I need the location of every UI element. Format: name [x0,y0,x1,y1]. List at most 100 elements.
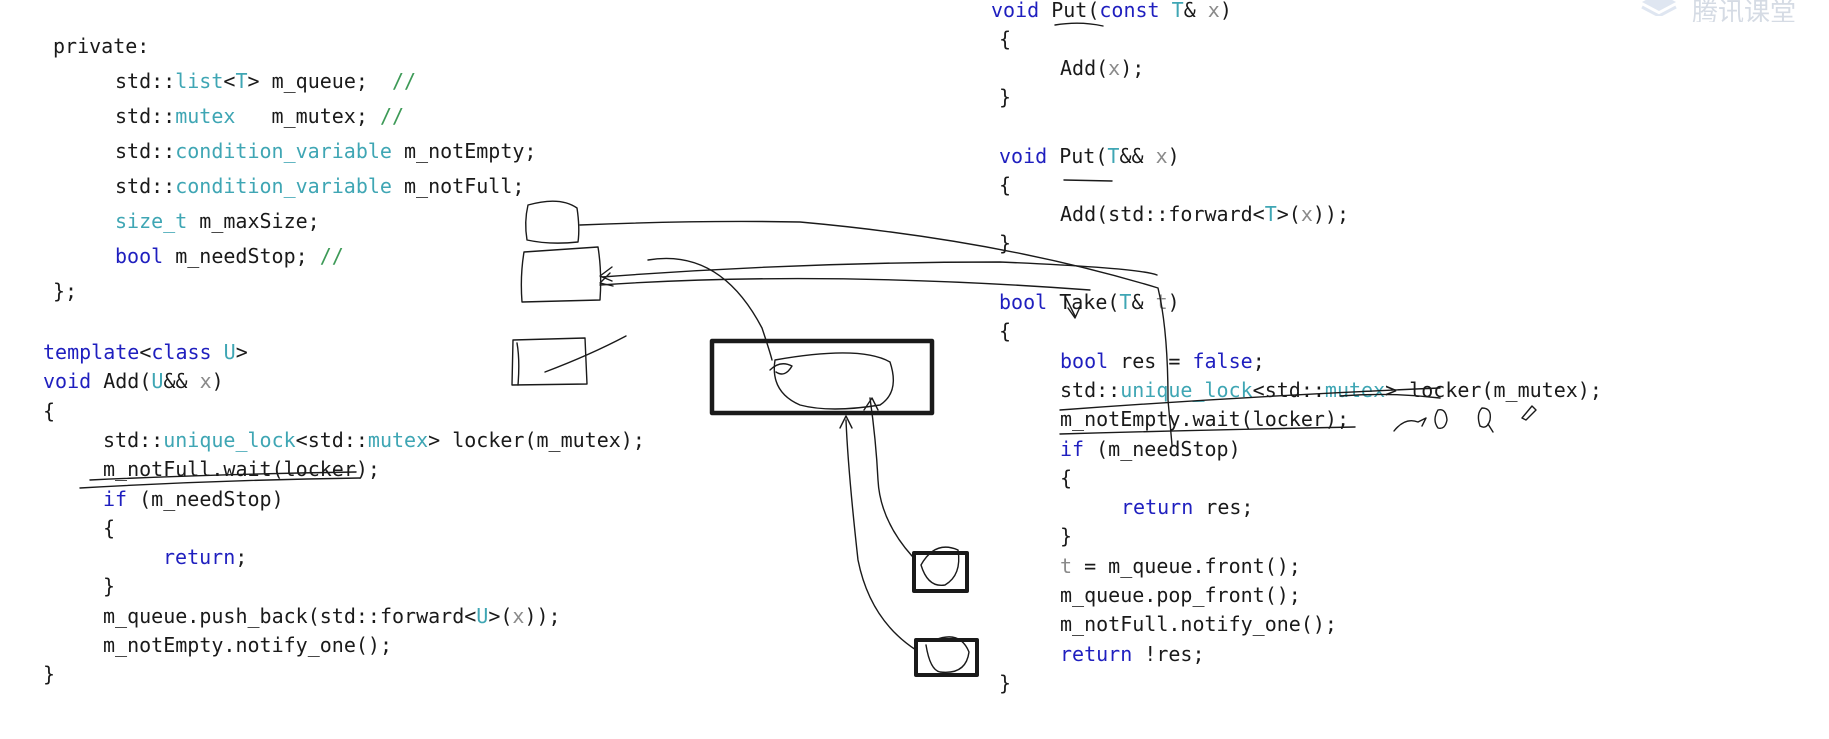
code-token: m_mutex; [235,104,380,128]
code-token [1160,0,1172,22]
code-token: }; [53,279,78,303]
code-line: std::unique_lock<std::mutex> locker(m_mu… [103,428,645,452]
arrow-small-2-to-rect [845,419,917,651]
scribble-pencil [1521,405,1537,421]
arrow-head-rect-2 [839,415,853,429]
code-token: <std:: [295,427,368,452]
code-token: { [999,173,1012,197]
code-line: if (m_needStop) [1060,437,1241,461]
code-token: ) [1219,0,1232,22]
code-token: condition_variable [175,139,392,163]
small-box-2-scribble [925,636,970,674]
code-token: return [1121,495,1194,520]
code-token: U [151,369,164,394]
code-token: class [151,340,212,364]
code-token: <std:: [1252,377,1325,402]
code-line: { [999,319,1011,343]
code-line: { [999,173,1011,197]
code-line: Add(x); [1060,56,1144,80]
code-token: list [175,69,224,93]
code-token: return [1060,641,1133,666]
code-token: // [379,104,405,128]
code-line: std::mutex m_mutex; // [115,104,404,128]
code-token: { [1060,465,1073,490]
queue-rectangle-mark [769,363,793,375]
code-token: return [163,545,236,570]
code-token: res = [1108,348,1193,373]
code-token: )); [1312,202,1350,226]
code-token: Add(std::forward< [1060,202,1265,226]
code-line: std::list<T> m_queue; // [115,69,416,93]
code-line: void Put(T&& x) [999,144,1180,168]
code-line: m_notEmpty.wait(locker); [1060,407,1349,431]
code-token: Add( [1060,56,1109,80]
code-token: m_maxSize; [187,209,320,233]
code-line: private: [53,34,149,58]
code-token: (m_needStop) [127,486,284,511]
code-line: t = m_queue.front(); [1060,554,1301,578]
small-box-1-scribble [920,546,960,587]
code-line: } [43,662,55,686]
code-token: void [43,369,92,394]
small-box-2 [914,638,979,677]
code-token: & [1131,290,1156,314]
code-token: } [999,231,1012,255]
code-token: x [1300,202,1313,226]
code-line: void Put(const T& x) [991,0,1232,22]
code-token: T [1107,144,1120,168]
code-token: T [1264,202,1277,226]
code-line: bool m_needStop; // [115,244,344,268]
arrow-head-rect-1 [863,397,879,411]
code-token: std:: [1060,377,1121,402]
code-token: void [999,144,1048,168]
code-token: unique_lock [163,427,296,452]
code-line: if (m_needStop) [103,487,284,511]
scribble-zero [1434,409,1448,430]
code-token: if [1060,436,1085,461]
code-line: m_notFull.notify_one(); [1060,612,1337,636]
code-token: m_notEmpty.notify_one(); [103,633,392,657]
code-line: bool Take(T& t) [999,290,1180,314]
scribble-arrow [1393,417,1427,432]
code-token: && [1119,144,1156,168]
arrow-take-to-box2 [601,261,1158,278]
code-token: } [999,670,1012,695]
code-token: & [1183,0,1208,22]
code-token: size_t [115,209,188,233]
code-token: ; [235,545,248,570]
arrow-take-to-box2b [599,277,1091,291]
code-token: x [1155,144,1168,168]
underline-put-rvalue [1063,179,1113,182]
code-token: > [235,340,248,364]
code-token: (m_needStop) [1084,436,1241,461]
code-token: mutex [1324,377,1386,402]
code-token: U [223,340,236,364]
queue-rectangle [709,338,935,416]
code-line: m_notEmpty.notify_one(); [103,633,392,657]
code-token: { [999,27,1012,51]
code-token: res; [1193,495,1254,520]
code-line: } [1060,524,1072,548]
code-token: && [163,369,200,394]
code-line: } [103,574,115,598]
code-token: std:: [115,69,176,93]
code-token: T [1171,0,1184,22]
code-line: } [999,231,1011,255]
code-line: } [999,85,1011,109]
code-token: m_notFull.wait(locker); [103,457,380,482]
code-token: m_notFull; [391,174,525,198]
code-token: >( [488,603,513,628]
code-token: m_notEmpty.wait(locker); [1060,407,1349,432]
code-token: m_needStop; [163,244,320,268]
code-line: template<class U> [43,340,248,364]
code-token [212,340,224,364]
code-line: Add(std::forward<T>(x)); [1060,202,1349,226]
code-token: ); [1120,56,1145,80]
code-token: { [103,515,116,540]
code-token: > locker(m_mutex); [1385,377,1602,402]
code-token: t [1155,290,1168,314]
code-token: // [319,244,344,268]
code-line: { [103,516,115,540]
code-line: { [43,399,55,423]
code-token: U [476,603,489,628]
